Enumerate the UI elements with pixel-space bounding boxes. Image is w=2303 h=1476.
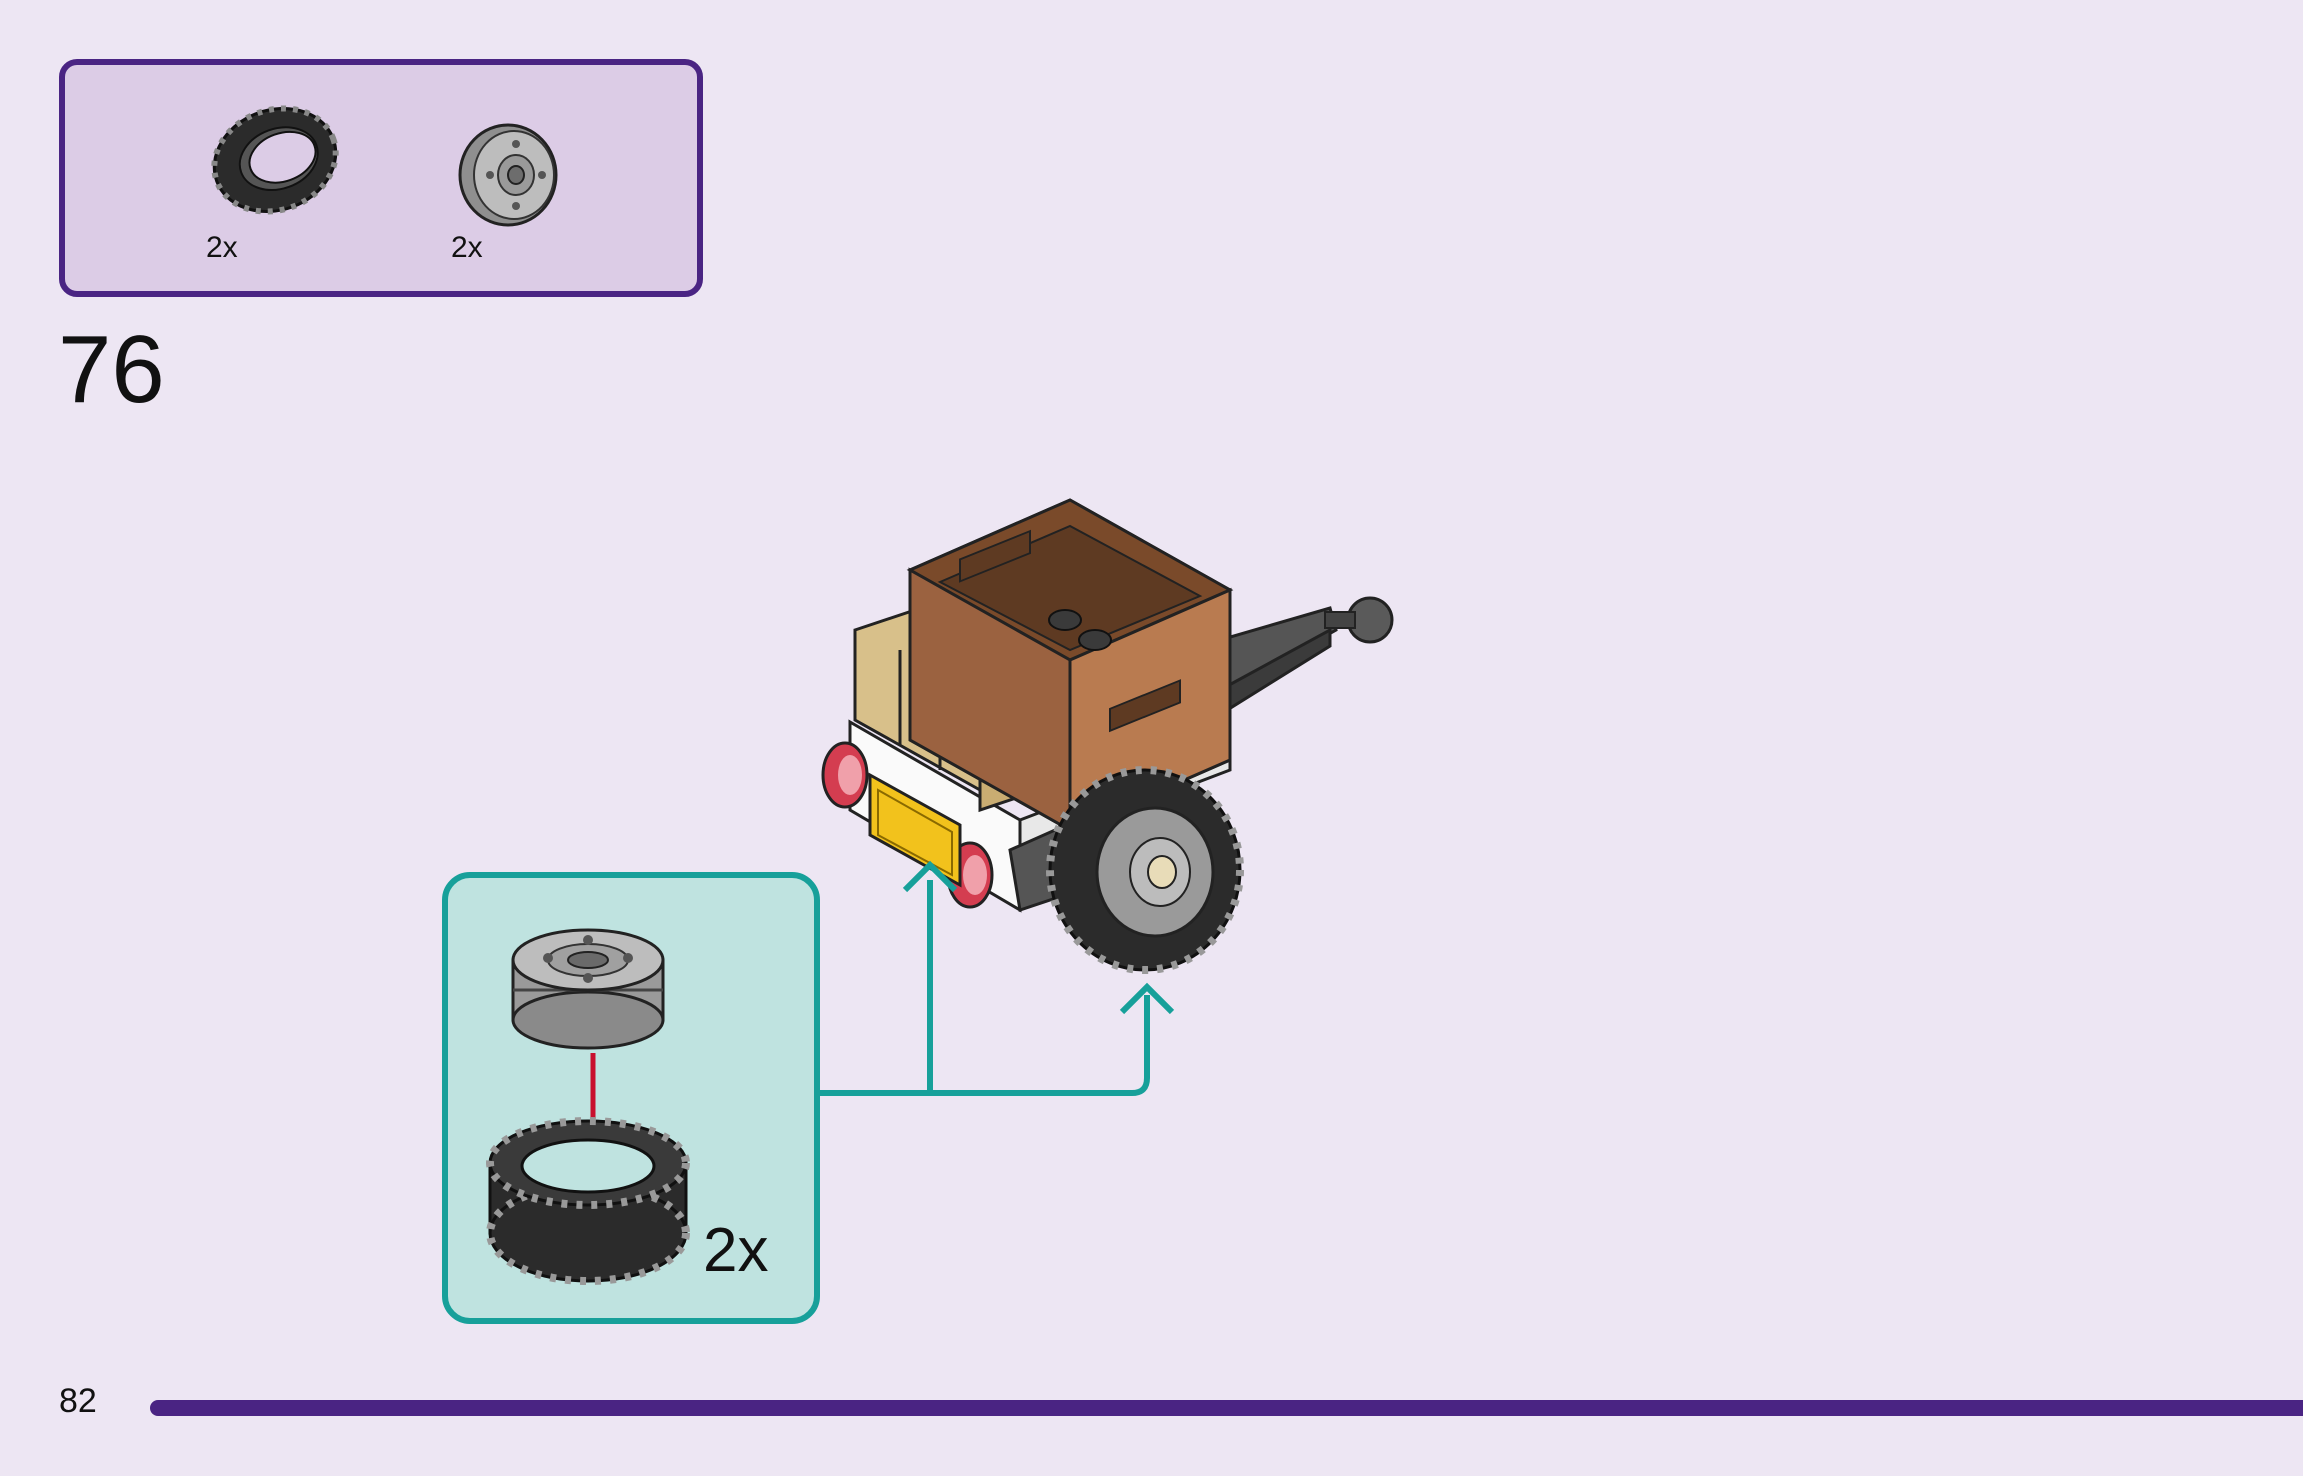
page-number: 82	[59, 1382, 97, 1420]
tire-qty: 2x	[206, 231, 238, 264]
subassembly-qty: 2x	[703, 1216, 769, 1285]
wheel-rim-icon	[511, 928, 665, 1050]
tire-icon	[486, 1117, 690, 1285]
rim-qty: 2x	[451, 231, 483, 264]
tire-icon	[211, 105, 339, 215]
page-progress-bar	[150, 1400, 2303, 1416]
trailer-model-illustration	[821, 498, 1394, 974]
step-number: 76	[58, 316, 165, 423]
wheel-rim-icon	[458, 123, 558, 227]
subassembly-callout-box: 2x	[442, 872, 820, 1324]
parts-list-box: 2x 2x	[59, 59, 703, 297]
